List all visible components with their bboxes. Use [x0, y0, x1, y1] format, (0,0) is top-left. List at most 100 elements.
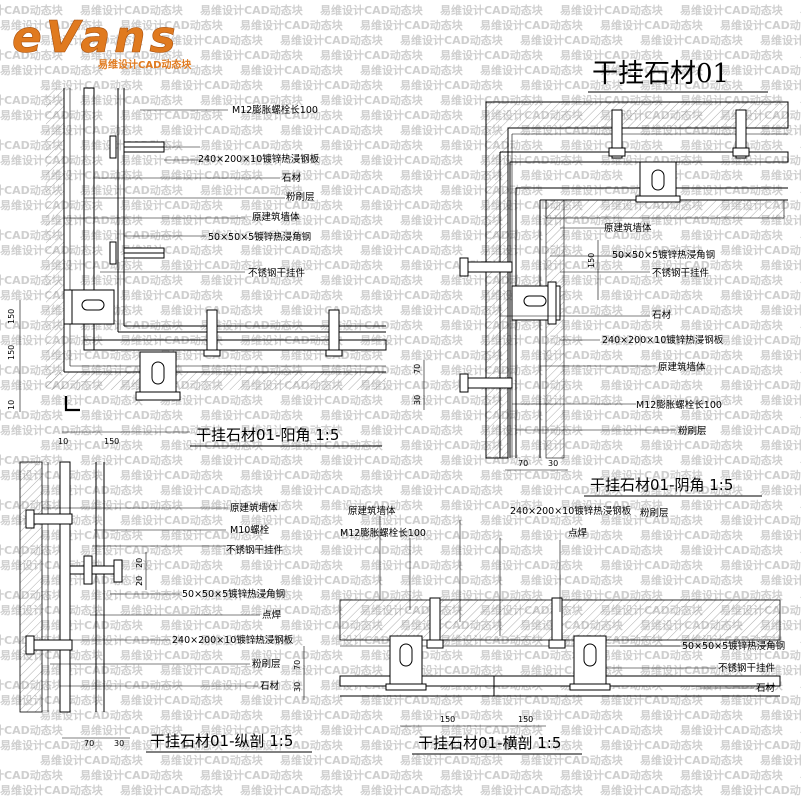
watermark-text: 易维设计CAD动态块: [400, 483, 504, 497]
watermark-text: 易维设计CAD动态块: [520, 258, 624, 272]
watermark-text: 易维设计CAD动态块: [680, 453, 784, 467]
annotation-label: 不锈钢干挂件: [718, 662, 776, 674]
watermark-text: 易维设计CAD动态块: [560, 363, 664, 377]
watermark-text: 易维设计CAD动态块: [720, 648, 801, 662]
watermark-text: 易维设计CAD动态块: [120, 108, 224, 122]
watermark-text: 易维设计CAD动态块: [520, 753, 624, 767]
watermark-text: 易维设计CAD动态块: [240, 558, 344, 572]
watermark-text: 易维设计CAD动态块: [120, 603, 224, 617]
watermark-text: 易维设计CAD动态块: [400, 33, 504, 47]
watermark-text: 易维设计CAD动态块: [600, 513, 704, 527]
watermark-text: 易维设计CAD动态块: [600, 153, 704, 167]
dim-label: 150: [440, 715, 455, 724]
dim-label: 70: [518, 459, 528, 468]
watermark-text: 易维设计CAD动态块: [320, 543, 424, 557]
watermark-text: 易维设计CAD动态块: [320, 498, 424, 512]
watermark-text: 易维设计CAD动态块: [640, 303, 744, 317]
watermark-text: 易维设计CAD动态块: [440, 453, 544, 467]
anchor-bolt: [203, 309, 221, 357]
watermark-text: 易维设计CAD动态块: [200, 183, 304, 197]
watermark-text: 易维设计CAD动态块: [440, 723, 544, 737]
annotation-label: 粉刷层: [252, 658, 281, 670]
watermark-text: 易维设计CAD动态块: [80, 588, 184, 602]
watermark-text: 易维设计CAD动态块: [680, 183, 784, 197]
watermark-text: 易维设计CAD动态块: [680, 228, 784, 242]
watermark-text: 易维设计CAD动态块: [0, 63, 104, 77]
watermark-text: 易维设计CAD动态块: [680, 3, 784, 17]
watermark-text: 易维设计CAD动态块: [320, 408, 424, 422]
watermark-text: 易维设计CAD动态块: [200, 138, 304, 152]
watermark-text: 易维设计CAD动态块: [760, 78, 801, 92]
watermark-text: 易维设计CAD动态块: [120, 468, 224, 482]
watermark-text: 易维设计CAD动态块: [280, 753, 384, 767]
annotation-label: 50×50×5镀锌热浸角钢: [682, 640, 785, 652]
watermark-text: 易维设计CAD动态块: [400, 168, 504, 182]
annotation-label: 不锈钢干挂件: [226, 544, 284, 556]
watermark-text: 易维设计CAD动态块: [320, 273, 424, 287]
dim-label: 70: [84, 739, 94, 748]
watermark-text: 易维设计CAD动态块: [720, 333, 801, 347]
watermark-text: 易维设计CAD动态块: [760, 303, 801, 317]
watermark-text: 易维设计CAD动态块: [360, 558, 464, 572]
dim-label: 150: [587, 253, 596, 268]
watermark-text: 易维设计CAD动态块: [640, 258, 744, 272]
annotation-label: 50×50×5镀锌热浸角钢: [612, 249, 715, 261]
watermark-text: 易维设计CAD动态块: [120, 423, 224, 437]
annotation-label: 粉刷层: [678, 425, 707, 437]
watermark-text: 易维设计CAD动态块: [560, 723, 664, 737]
watermark-text: 易维设计CAD动态块: [600, 648, 704, 662]
watermark-text: 易维设计CAD动态块: [400, 393, 504, 407]
watermark-text: 易维设计CAD动态块: [280, 78, 384, 92]
watermark-text: 易维设计CAD动态块: [200, 723, 304, 737]
watermark-text: 易维设计CAD动态块: [520, 483, 624, 497]
annotation-label: 石材: [260, 680, 280, 692]
watermark-text: 易维设计CAD动态块: [280, 528, 384, 542]
watermark-text: 易维设计CAD动态块: [280, 168, 384, 182]
watermark-text: 易维设计CAD动态块: [560, 3, 664, 17]
anchor-bolt: [548, 597, 566, 649]
dim-label: 20: [135, 558, 144, 568]
watermark-text: 易维设计CAD动态块: [0, 723, 64, 737]
watermark-text: 易维设计CAD动态块: [560, 228, 664, 242]
watermark-text: 易维设计CAD动态块: [320, 723, 424, 737]
watermark-text: 易维设计CAD动态块: [400, 528, 504, 542]
watermark-text: 易维设计CAD动态块: [280, 213, 384, 227]
stainless-hanger: [385, 635, 427, 691]
watermark-text: 易维设计CAD动态块: [240, 648, 344, 662]
watermark-text: 易维设计CAD动态块: [640, 78, 744, 92]
watermark-text: 易维设计CAD动态块: [200, 93, 304, 107]
anchor-bolt: [608, 109, 626, 159]
watermark-text: 易维设计CAD动态块: [240, 513, 344, 527]
watermark-text: 易维设计CAD动态块: [320, 318, 424, 332]
watermark-text: 易维设计CAD动态块: [720, 423, 801, 437]
watermark-text: 易维设计CAD动态块: [400, 663, 504, 677]
watermark-text: 易维设计CAD动态块: [480, 648, 584, 662]
watermark-text: 易维设计CAD动态块: [360, 693, 464, 707]
watermark-text: 易维设计CAD动态块: [760, 168, 801, 182]
watermark-text: 易维设计CAD动态块: [720, 18, 801, 32]
watermark-text: 易维设计CAD动态块: [520, 573, 624, 587]
watermark-text: 易维设计CAD动态块: [120, 693, 224, 707]
watermark-text: 易维设计CAD动态块: [120, 648, 224, 662]
watermark-text: 易维设计CAD动态块: [600, 693, 704, 707]
inner-corner-view: 150 70 30 70 30 原建筑墙体 50×50×5镀锌热浸角钢 不锈钢干…: [413, 101, 789, 497]
watermark-text: 易维设计CAD动态块: [600, 333, 704, 347]
watermark-text: 易维设计CAD动态块: [280, 393, 384, 407]
stainless-hanger: [135, 351, 181, 401]
watermark-text: 易维设计CAD动态块: [360, 243, 464, 257]
watermark-text: 易维设计CAD动态块: [160, 123, 264, 137]
stainless-hanger: [63, 289, 115, 325]
watermark-text: 易维设计CAD动态块: [0, 423, 104, 437]
watermark-text: 易维设计CAD动态块: [40, 663, 144, 677]
watermark-text: 易维设计CAD动态块: [160, 663, 264, 677]
watermark-text: 易维设计CAD动态块: [600, 378, 704, 392]
watermark-text: 易维设计CAD动态块: [680, 723, 784, 737]
dim-label: 20: [135, 576, 144, 586]
watermark-text: 易维设计CAD动态块: [280, 438, 384, 452]
watermark-text: 易维设计CAD动态块: [320, 588, 424, 602]
watermark-text: 易维设计CAD动态块: [360, 468, 464, 482]
watermark-text: 易维设计CAD动态块: [240, 783, 344, 797]
stainless-hanger: [511, 281, 561, 325]
watermark-text: 易维设计CAD动态块: [160, 528, 264, 542]
